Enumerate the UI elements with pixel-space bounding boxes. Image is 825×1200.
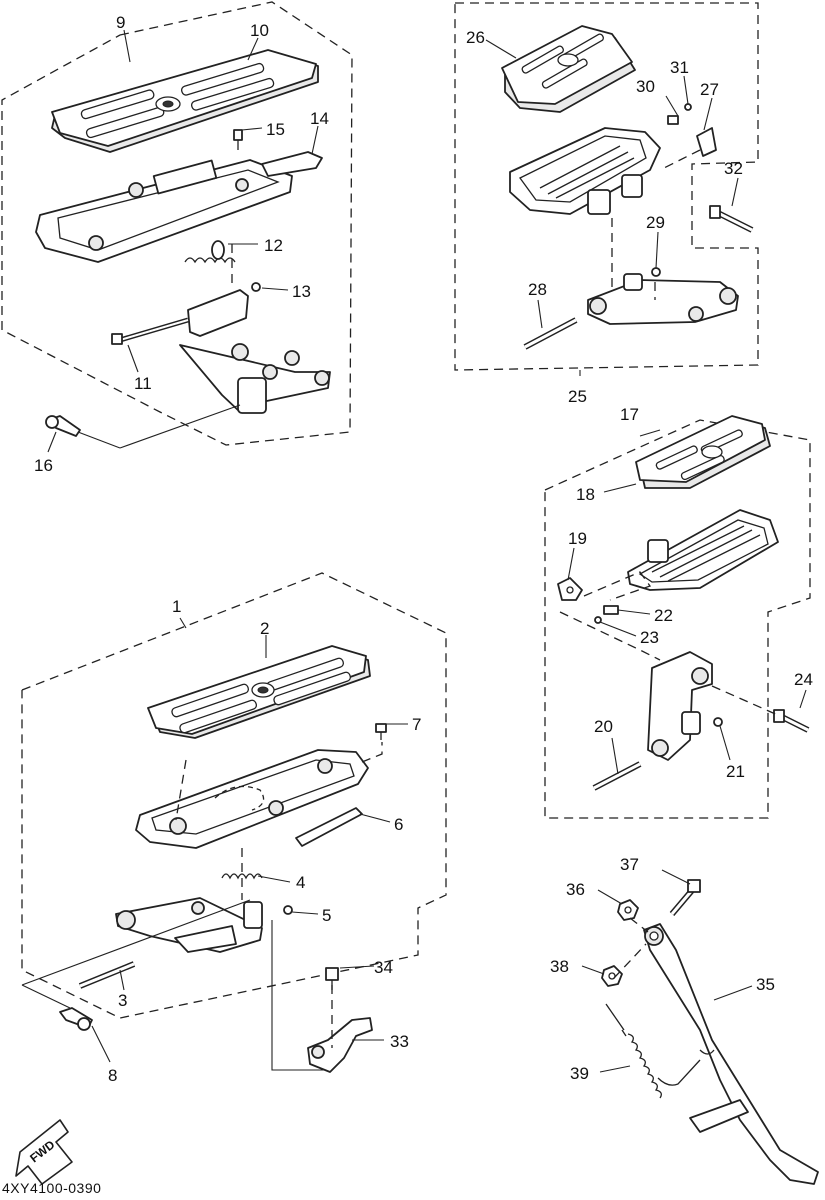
- footboard-body-passenger: [627, 509, 779, 591]
- part-4-spring: [221, 873, 263, 880]
- part-19-plate: [557, 577, 583, 601]
- callout-31: 31: [670, 58, 689, 77]
- part-21-clip: [713, 717, 723, 727]
- callout-36: 36: [566, 880, 585, 899]
- part-29-clip: [651, 267, 661, 277]
- drawing-code: 4XY4100-0390: [2, 1180, 101, 1195]
- part-31-washer: [684, 103, 692, 111]
- callout-32: 32: [724, 159, 743, 178]
- callout-leaders: [47, 29, 807, 1073]
- callout-21: 21: [726, 762, 745, 781]
- part-8-bolt: [59, 1007, 93, 1031]
- callout-13: 13: [292, 282, 311, 301]
- part-9-frame: [35, 159, 293, 263]
- callout-30: 30: [636, 77, 655, 96]
- callout-5: 5: [322, 906, 331, 925]
- part-33-bracket: [307, 985, 373, 1073]
- callout-numbers: 1 2 3 4 5 6 7 8 9 10 11 12 13 14 15 16 1…: [34, 13, 813, 1085]
- callout-20: 20: [594, 717, 613, 736]
- part-18-footboard-pad: [635, 415, 771, 489]
- footboard-bracket-passenger: [647, 651, 713, 761]
- callout-12: 12: [264, 236, 283, 255]
- callout-35: 35: [756, 975, 775, 994]
- footboard-arm-right: [587, 273, 739, 325]
- callout-10: 10: [250, 21, 269, 40]
- callout-6: 6: [394, 815, 403, 834]
- callout-33: 33: [390, 1032, 409, 1051]
- footboard-body-right: [509, 127, 661, 215]
- callout-39: 39: [570, 1064, 589, 1083]
- assembly-25-right-footboard: [454, 2, 759, 371]
- callout-23: 23: [640, 628, 659, 647]
- part-13-collar: [251, 282, 261, 292]
- callout-3: 3: [118, 991, 127, 1010]
- callout-37: 37: [620, 855, 639, 874]
- callout-7: 7: [412, 715, 421, 734]
- callout-38: 38: [550, 957, 569, 976]
- callout-8: 8: [108, 1066, 117, 1085]
- footboard-lever-assembly: [179, 289, 331, 414]
- part-32-bolt: [709, 205, 754, 233]
- part-2-footboard-pad: [147, 645, 371, 739]
- part-6-bar: [295, 807, 363, 847]
- fwd-direction-arrow: FWD: [15, 1119, 73, 1185]
- assembly-17-passenger-footboard: [544, 415, 811, 819]
- part-3-bolt: [78, 961, 136, 989]
- part-14-bracket: [261, 151, 323, 177]
- part-12-spring: [184, 257, 236, 264]
- part-23-washer: [594, 616, 602, 624]
- callout-1: 1: [172, 597, 181, 616]
- callout-11: 11: [134, 374, 152, 393]
- part-5-collar: [283, 905, 293, 915]
- part-20-pin: [592, 761, 642, 791]
- callout-17: 17: [620, 405, 639, 424]
- part-11-bolt: [111, 317, 189, 345]
- callout-14: 14: [310, 109, 329, 128]
- part-1-frame: [135, 749, 369, 849]
- callout-2: 2: [260, 619, 269, 638]
- callout-29: 29: [646, 213, 665, 232]
- part-30-screw: [667, 115, 679, 125]
- callout-15: 15: [266, 120, 285, 139]
- callout-4: 4: [296, 873, 305, 892]
- part-26-footboard-pad: [501, 25, 636, 113]
- callout-19: 19: [568, 529, 587, 548]
- part-34-bolt: [325, 967, 339, 990]
- part-37-bolt: [669, 879, 701, 916]
- footboard-lever-assembly-1: [115, 897, 263, 953]
- part-36-nut: [617, 899, 639, 921]
- part-24-bolt: [773, 709, 810, 733]
- part-7-screw: [375, 723, 387, 740]
- part-22-screw: [603, 605, 619, 615]
- callout-22: 22: [654, 606, 673, 625]
- callout-34: 34: [374, 958, 393, 977]
- callout-18: 18: [576, 485, 595, 504]
- part-15-screw: [233, 129, 243, 150]
- part-10-footboard-pad: [51, 49, 319, 153]
- callout-27: 27: [700, 80, 719, 99]
- assembly-9-left-footboard: [1, 1, 353, 449]
- part-35-sidestand: [643, 923, 819, 1185]
- part-39-spring: [605, 1003, 701, 1099]
- part-27-plate: [696, 127, 717, 157]
- callout-24: 24: [794, 670, 813, 689]
- part-16-bolt: [45, 415, 81, 437]
- assembly-1-footboard: [21, 572, 447, 1071]
- callout-28: 28: [528, 280, 547, 299]
- part-38-nut: [601, 965, 623, 987]
- callout-25: 25: [568, 387, 587, 406]
- callout-16: 16: [34, 456, 53, 475]
- callout-26: 26: [466, 28, 485, 47]
- callout-9: 9: [116, 13, 125, 32]
- part-28-pin: [523, 317, 578, 350]
